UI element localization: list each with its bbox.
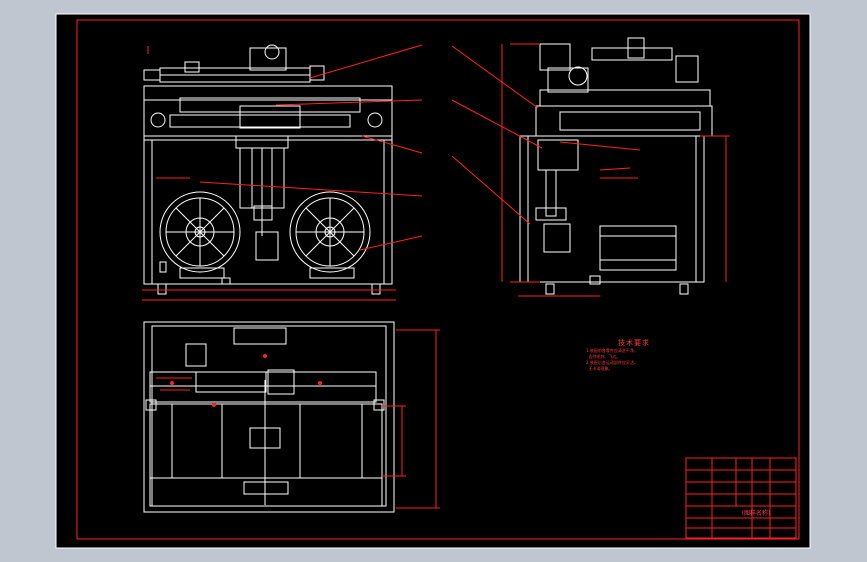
front-view-leaders bbox=[142, 44, 423, 301]
top-view-dims bbox=[156, 329, 440, 509]
tech-req-title: 技术要求 bbox=[618, 339, 650, 347]
side-view-leaders bbox=[451, 43, 730, 297]
drawing-frame bbox=[76, 19, 800, 540]
tech-req-line-4: 无卡滞现象。 bbox=[586, 366, 613, 371]
title-block bbox=[685, 457, 797, 539]
sheet-border bbox=[55, 13, 811, 549]
top-view bbox=[143, 321, 395, 513]
front-view bbox=[143, 44, 393, 295]
tech-req-line-3: 2.装配后各运动部件应灵活， bbox=[586, 360, 638, 365]
tech-req-line-1: 1.装配前各零件应清洗干净， bbox=[586, 348, 638, 353]
top-view-markers bbox=[170, 354, 322, 407]
reel-spokes bbox=[166, 198, 364, 266]
side-view bbox=[519, 37, 713, 295]
tech-req-line-2: 去除毛刺、飞边。 bbox=[586, 354, 621, 359]
technical-requirements: 技术要求 1.装配前各零件应清洗干净， 去除毛刺、飞边。 2.装配后各运动部件应… bbox=[586, 338, 682, 372]
title-block-drawing-name: (图样名称) bbox=[741, 510, 771, 517]
drawing-sheet bbox=[56, 14, 810, 548]
